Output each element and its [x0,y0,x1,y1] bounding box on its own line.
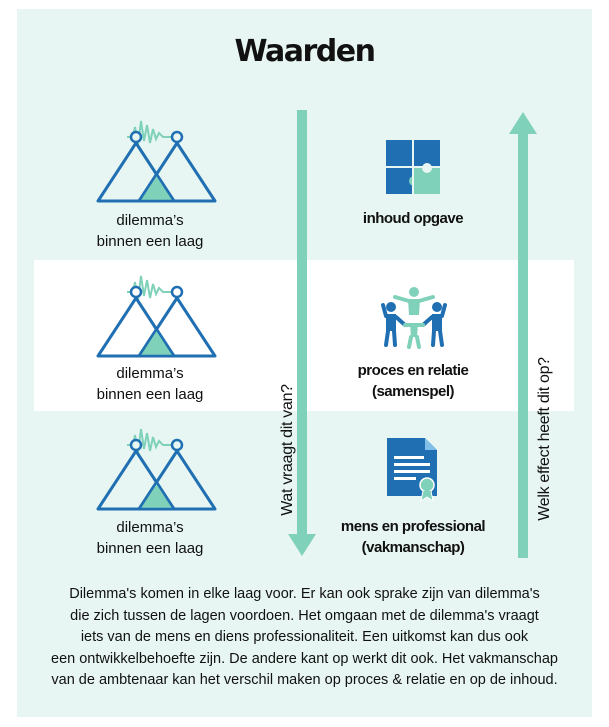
arrow-down-label: Wat vraagt dit van? [279,384,296,516]
dilemma-label: dilemma’s binnen een laag [96,365,204,403]
dilemma-icon [96,120,217,203]
dilemma-label: dilemma’s binnen een laag [96,212,204,250]
caption-text: Dilemma's komen in elke laag voor. Er ka… [51,586,558,688]
page-title: Waarden [234,34,376,69]
dilemma-icon [96,428,217,511]
level-label-mens: mens en professional (vakmanschap) [340,518,486,556]
puzzle-icon [384,138,442,196]
dilemma-icon [96,275,217,358]
level-label-proces: proces en relatie (samenspel) [357,362,469,400]
arrow-up-label: Welk effect heeft dit op? [536,357,553,521]
level-label-inhoud: inhoud opgave [362,210,464,227]
arrow-down [288,110,316,556]
dilemma-label: dilemma’s binnen een laag [96,519,204,557]
people-circle-icon [381,287,447,349]
document-certificate-icon [387,438,437,502]
arrow-up [509,112,537,558]
